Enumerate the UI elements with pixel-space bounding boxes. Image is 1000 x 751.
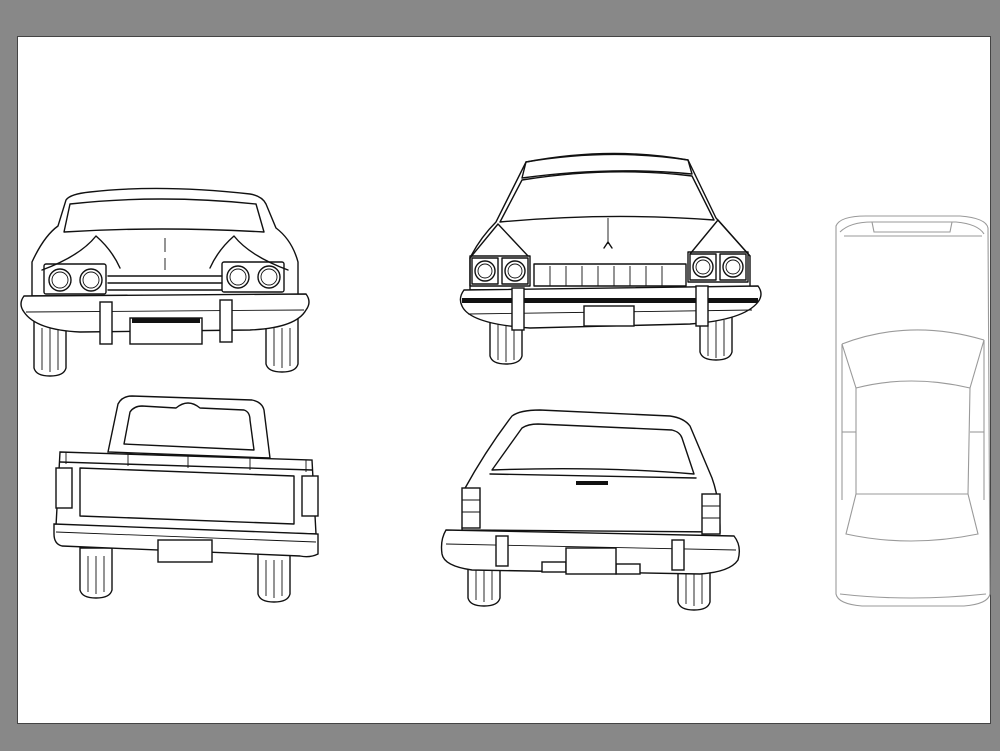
- topview-body-outline: [835, 215, 991, 607]
- topview-rear-window: [845, 493, 979, 542]
- car-front-view-1: [20, 187, 310, 377]
- car1-front-bumper: [20, 293, 310, 333]
- car2-license-plate: [583, 305, 635, 327]
- car-top-view: [835, 215, 991, 607]
- sedan-license-plate: [565, 547, 617, 575]
- sedan-rear-window: [491, 423, 695, 475]
- topview-hood-line: [841, 329, 985, 345]
- drawing-sheet: [17, 36, 991, 724]
- car-front-view-2: [459, 152, 762, 365]
- topview-windshield: [841, 339, 985, 389]
- pickup-license-plate: [157, 539, 213, 563]
- pickup-tailgate: [79, 467, 295, 525]
- car2-right-headlights: [687, 251, 749, 283]
- rear-right-tire-pickup: [257, 551, 291, 603]
- front-left-tire: [33, 317, 67, 377]
- pickup-rear-window: [123, 402, 255, 451]
- front-right-tire: [265, 317, 299, 373]
- car2-grille: [533, 263, 687, 287]
- rear-right-tire-sedan: [677, 563, 711, 611]
- pickup-bed: [55, 451, 317, 535]
- car1-left-headlights: [43, 263, 107, 295]
- sedan-body-outline: [461, 409, 721, 533]
- car1-right-headlights: [221, 261, 285, 293]
- rear-left-tire-sedan: [467, 559, 501, 607]
- car2-windshield: [499, 171, 715, 223]
- rear-left-tire-pickup: [79, 547, 113, 599]
- car2-left-headlights: [469, 255, 531, 287]
- pickup-cab: [107, 395, 271, 459]
- sedan-rear-view: [440, 409, 741, 611]
- pickup-rear-view: [53, 395, 319, 603]
- car1-windshield: [63, 198, 265, 233]
